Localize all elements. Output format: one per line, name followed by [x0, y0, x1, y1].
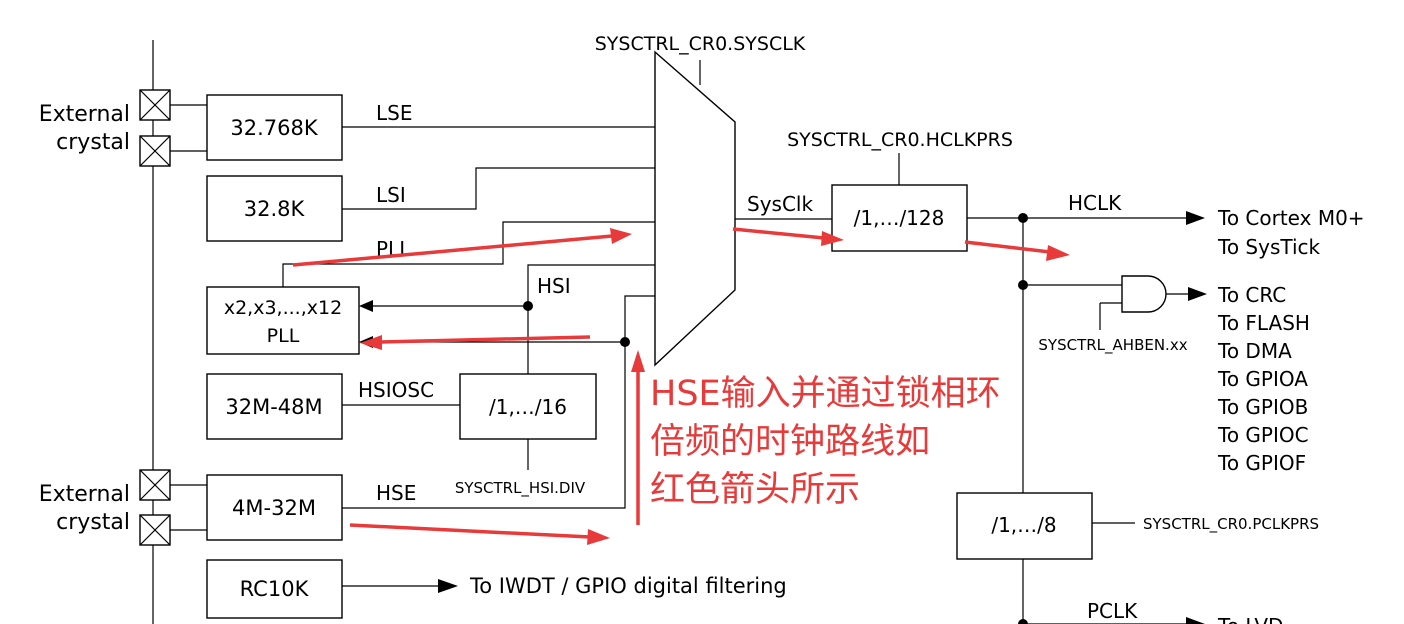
- rc10k-oscillator-label: RC10K: [240, 577, 310, 601]
- rc10k-arrowhead: [438, 579, 458, 593]
- annotation-line-1: HSE输入并通过锁相环: [650, 374, 1001, 414]
- pclk-divider-label: /1,…/8: [991, 513, 1056, 537]
- ahb-output-arrowhead: [1188, 287, 1207, 301]
- hclk-divider-box: [831, 184, 968, 252]
- lsi-oscillator-label: 32.8K: [244, 197, 306, 221]
- pll-box: [206, 286, 360, 355]
- annotation-line-2: 倍频的时钟路线如: [650, 422, 930, 462]
- hsi-oscillator-box: [206, 373, 343, 440]
- ahb-enable-and-gate: [1121, 275, 1167, 313]
- ahb-target-dma: To DMA: [1217, 339, 1292, 363]
- pll-output-wire: [282, 221, 655, 287]
- pclk-junction-dot: [1018, 619, 1028, 624]
- pll-box-label: PLL: [267, 325, 300, 347]
- hclk-arrowhead: [1186, 211, 1205, 225]
- red-arrow-pll-to-mux: [292, 228, 632, 267]
- hclk-divider-label: /1,…/128: [854, 206, 945, 230]
- lsi-signal-label: LSI: [376, 183, 406, 207]
- pclk-divider-register-label: SYSCTRL_CR0.PCLKPRS: [1143, 515, 1319, 534]
- lsi-oscillator-box: [206, 175, 343, 242]
- hclk-divider-register-label: SYSCTRL_CR0.HCLKPRS: [787, 129, 1013, 151]
- hclk-target-systick: To SysTick: [1217, 235, 1321, 259]
- ahb-target-gpiob: To GPIOB: [1217, 395, 1308, 419]
- sysclk-mux: [654, 50, 736, 367]
- ahb-target-flash: To FLASH: [1217, 311, 1310, 335]
- red-arrow-up-to-mux: [631, 350, 645, 525]
- ext-crystal-label-top-2: crystal: [56, 130, 130, 155]
- crystal-pin-top-2: [139, 135, 171, 167]
- red-arrow-hse-right: [349, 523, 610, 545]
- ahb-target-crc: To CRC: [1217, 283, 1286, 307]
- annotation-line-3: 红色箭头所示: [650, 470, 860, 510]
- pclk-target-lvd: To LVD: [1217, 614, 1283, 624]
- hse-oscillator-label: 4M-32M: [232, 496, 316, 520]
- pclk-signal-label: PCLK: [1087, 599, 1138, 623]
- hsi-to-pll-arrowhead: [359, 300, 373, 312]
- red-arrow-into-pll: [360, 335, 591, 350]
- hse-wire: [342, 295, 655, 509]
- ahb-target-gpioc: To GPIOC: [1217, 423, 1309, 447]
- ahb-target-gpioa: To GPIOA: [1217, 367, 1308, 391]
- hsiosc-signal-label: HSIOSC: [358, 378, 434, 402]
- crystal-pin-bottom-1: [139, 469, 171, 501]
- ext-crystal-label-bottom-1: External: [39, 482, 130, 507]
- ahben-register-label: SYSCTRL_AHBEN.xx: [1038, 336, 1187, 355]
- pclk-arrowhead: [1186, 617, 1205, 624]
- hsi-divider-label: /1,…/16: [489, 395, 567, 419]
- mux-select-label: SYSCTRL_CR0.SYSCLK: [595, 33, 806, 55]
- rc10k-oscillator-box: [206, 559, 343, 619]
- ext-crystal-label-top-1: External: [39, 102, 130, 127]
- hsi-divider-register-label: SYSCTRL_HSI.DIV: [455, 479, 586, 498]
- hclk-target-cortex: To Cortex M0+: [1217, 206, 1365, 230]
- pclk-divider-box: [956, 492, 1093, 560]
- crystal-pin-top-1: [139, 89, 171, 121]
- hse-signal-label: HSE: [376, 481, 416, 505]
- ext-crystal-label-bottom-2: crystal: [56, 510, 130, 535]
- sysclk-signal-label: SysClk: [747, 192, 813, 216]
- ahb-target-gpiof: To GPIOF: [1217, 451, 1306, 475]
- hse-oscillator-box: [206, 474, 343, 541]
- crystal-pin-bottom-2: [139, 514, 171, 546]
- lse-signal-label: LSE: [376, 101, 412, 125]
- rc10k-target-label: To IWDT / GPIO digital filtering: [469, 574, 787, 598]
- hsi-oscillator-label: 32M-48M: [225, 395, 322, 419]
- red-arrow-sysclk: [732, 227, 844, 246]
- hsi-signal-label: HSI: [537, 274, 571, 298]
- pll-multiplier-label: x2,x3,...,x12: [224, 297, 342, 319]
- lsi-wire: [342, 167, 655, 210]
- red-arrow-hclk: [964, 240, 1070, 261]
- lse-oscillator-box: [206, 94, 343, 161]
- hclk-signal-label: HCLK: [1068, 191, 1122, 215]
- lse-oscillator-label: 32.768K: [230, 116, 318, 140]
